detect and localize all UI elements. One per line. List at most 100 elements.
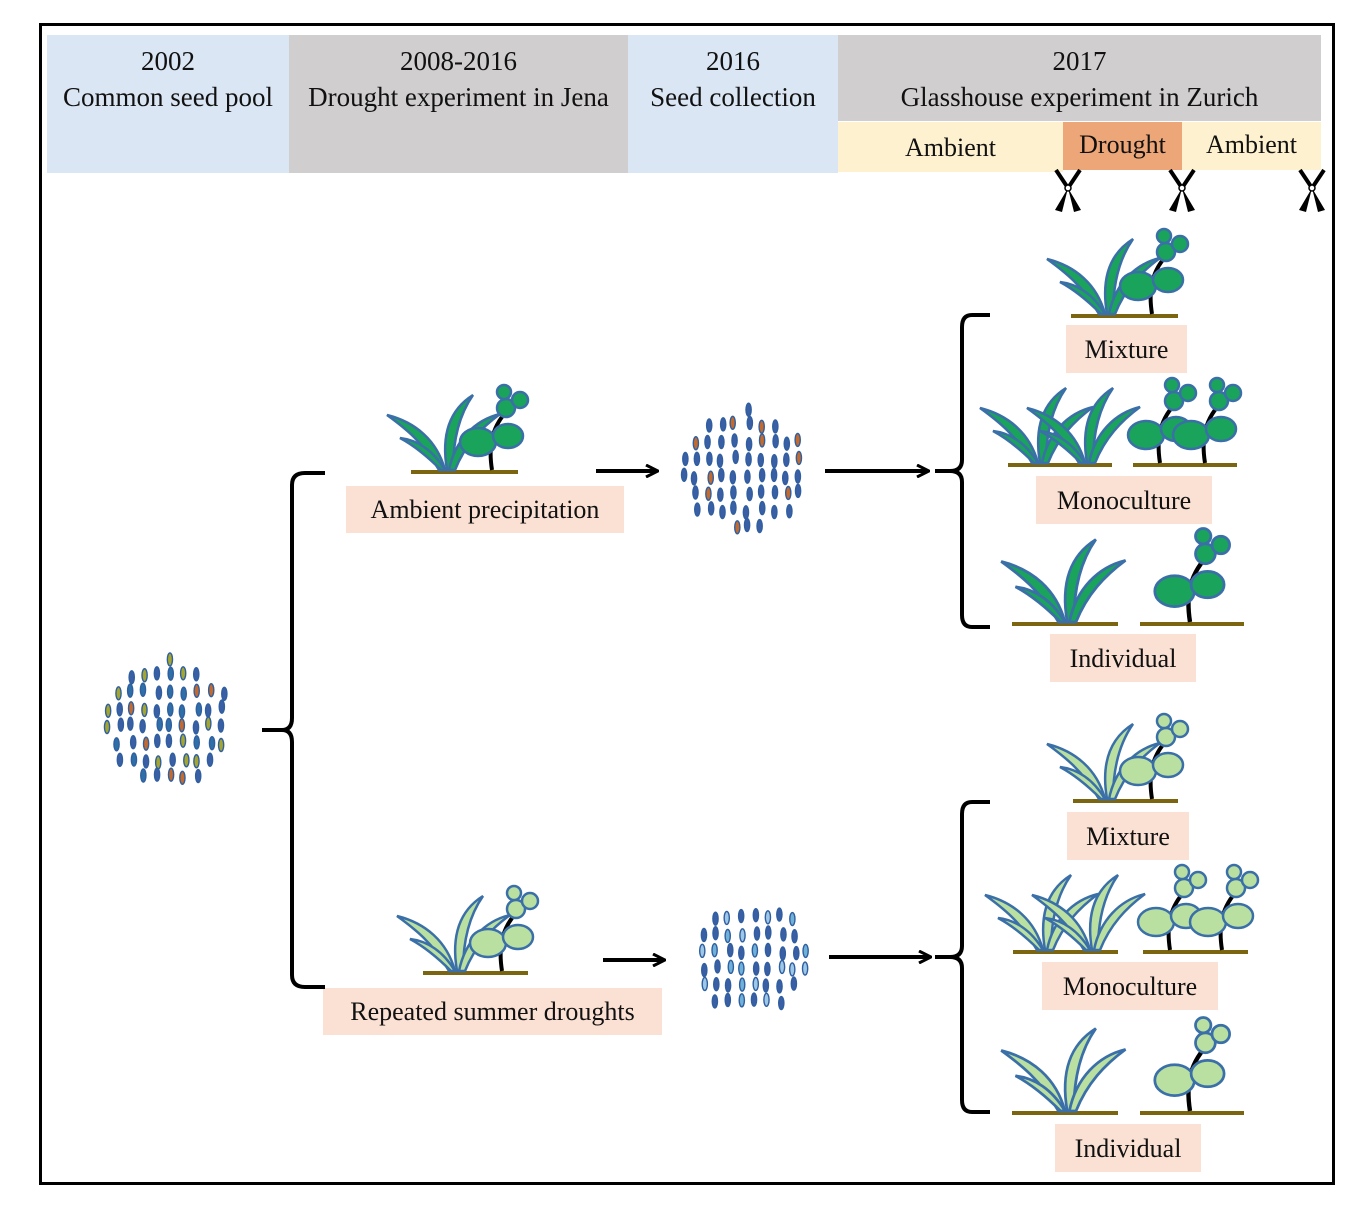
seed — [165, 733, 173, 749]
seed — [770, 467, 778, 483]
phase-ambient-1: Ambient — [838, 122, 1063, 172]
treatment-ambient-label: Ambient precipitation — [346, 486, 624, 533]
seed — [701, 976, 709, 992]
seed — [153, 704, 161, 719]
seed — [116, 752, 124, 767]
community-text: Mixture — [1084, 335, 1169, 364]
seed — [783, 436, 791, 451]
seed — [794, 469, 802, 484]
timeline-label: Drought experiment in Jena — [308, 82, 609, 112]
grass-icon — [999, 538, 1127, 624]
seed — [103, 719, 111, 735]
seed — [116, 702, 124, 717]
bracket-icon — [935, 800, 990, 1114]
seed — [180, 686, 187, 701]
seed — [206, 752, 214, 767]
seed — [169, 752, 176, 767]
seed — [208, 735, 216, 751]
seed — [178, 718, 186, 733]
seed — [750, 992, 758, 1007]
seed — [193, 754, 200, 769]
seed — [764, 925, 772, 940]
seed — [731, 433, 738, 448]
seed — [719, 417, 727, 432]
seed — [141, 668, 148, 683]
seed — [154, 755, 162, 770]
seed — [764, 942, 772, 958]
timeline-2002: 2002 Common seed pool — [47, 35, 289, 173]
seed — [772, 419, 779, 434]
seed — [763, 992, 770, 1007]
seed — [738, 993, 746, 1008]
seed — [139, 682, 147, 697]
seed — [771, 453, 778, 469]
seed — [734, 520, 741, 535]
seed — [743, 517, 751, 533]
seed — [128, 670, 136, 685]
seed — [729, 415, 736, 431]
seed — [166, 702, 174, 717]
seed — [723, 910, 731, 926]
seed — [792, 945, 800, 961]
seed — [745, 402, 752, 417]
timeline-2017: 2017 Glasshouse experiment in Zurich — [838, 35, 1321, 121]
seed — [706, 451, 713, 466]
seed — [193, 683, 200, 699]
seed — [704, 434, 711, 450]
community-top-mixture: Mixture — [1066, 325, 1187, 373]
seed — [745, 436, 753, 452]
seed — [718, 434, 725, 450]
seed — [178, 704, 186, 719]
timeline-year: 2017 — [1052, 46, 1107, 76]
seed — [700, 927, 708, 943]
seed — [786, 504, 793, 519]
seed — [751, 943, 759, 958]
seed — [790, 976, 798, 991]
seed — [784, 485, 792, 501]
seed — [153, 666, 161, 681]
seed — [724, 978, 732, 993]
seed — [727, 959, 735, 975]
seed — [207, 682, 215, 698]
seed — [738, 977, 746, 992]
seed — [789, 911, 796, 927]
clover-icon — [1136, 863, 1208, 952]
seed — [716, 453, 724, 468]
community-text: Individual — [1074, 1134, 1182, 1163]
seed — [221, 686, 228, 701]
seed — [126, 683, 134, 698]
seed — [711, 994, 719, 1009]
treatment-drought-label: Repeated summer droughts — [323, 988, 662, 1035]
seed — [764, 961, 771, 977]
seed — [192, 720, 200, 735]
seed — [712, 977, 720, 992]
seed — [705, 486, 712, 501]
seed — [757, 452, 765, 468]
seed — [205, 716, 212, 731]
seed — [726, 942, 734, 958]
seed — [156, 717, 164, 732]
clover-icon — [1155, 1018, 1230, 1111]
seed — [701, 962, 708, 978]
community-top-individual: Individual — [1050, 634, 1196, 682]
seed — [753, 926, 761, 941]
seed — [694, 502, 701, 517]
seed — [218, 699, 226, 714]
seed — [117, 717, 125, 732]
seed — [698, 943, 706, 959]
clover-icon — [1155, 529, 1230, 623]
seed — [801, 961, 809, 976]
seed — [682, 451, 689, 467]
seed — [724, 928, 732, 944]
seed — [756, 518, 763, 534]
seed — [779, 946, 787, 961]
seed-pool-icon — [103, 652, 228, 785]
seed — [217, 737, 225, 753]
seed — [179, 770, 186, 785]
seed — [778, 959, 786, 975]
seed — [129, 734, 137, 750]
seed — [183, 753, 190, 768]
seed — [742, 505, 750, 520]
seed — [791, 929, 798, 944]
